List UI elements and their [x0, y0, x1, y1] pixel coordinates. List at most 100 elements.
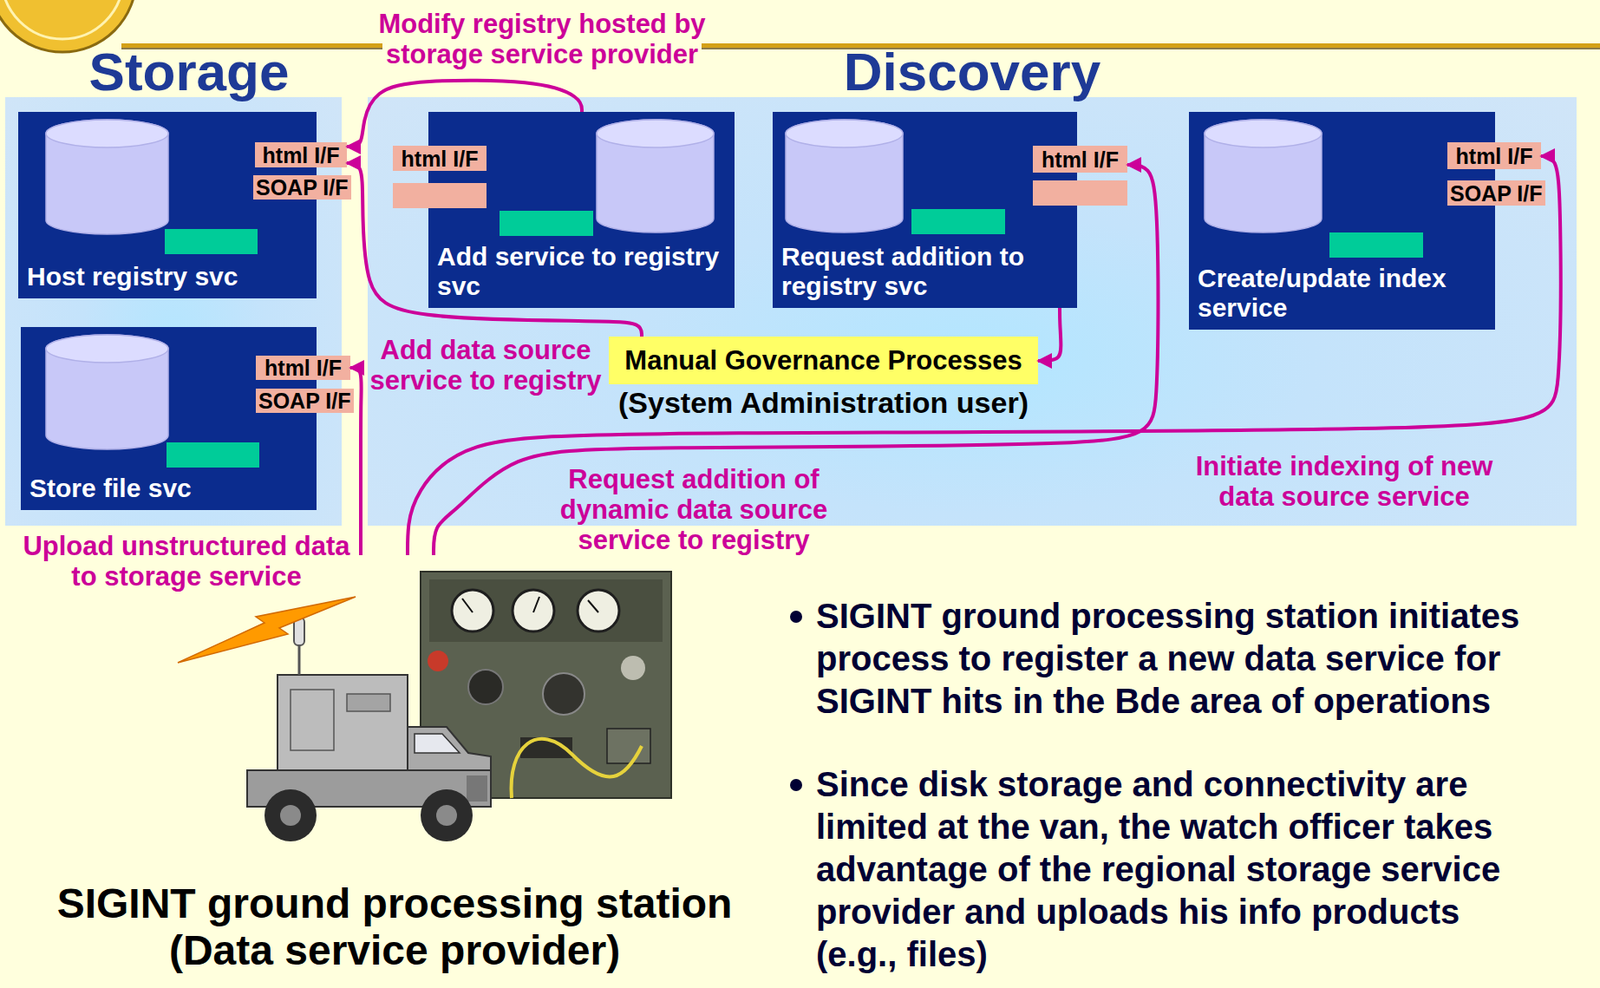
arrow-label-holder: Initiate indexing of new data source ser… [1188, 450, 1501, 512]
note-holder: Since disk storage and connectivity are … [816, 763, 1536, 976]
gauge [512, 589, 555, 632]
control-knob [427, 650, 449, 672]
database-cylinder [45, 334, 169, 450]
flow-arrow [350, 367, 362, 556]
text-holder: SIGINT ground processing station (Data s… [47, 880, 742, 974]
service-name: Add service to registry svc [437, 241, 726, 301]
database-cylinder [45, 119, 169, 235]
blank-interface [392, 182, 487, 209]
arrow-label-holder: Modify registry hosted by storage servic… [372, 8, 712, 70]
text-holder: Request addition to registry svc [781, 241, 1069, 301]
interface-tag: html I/F [1032, 145, 1128, 173]
cylinder-body [45, 119, 169, 235]
cylinder-top [45, 334, 169, 363]
text-holder: Store file svc [29, 473, 308, 503]
control-knob [542, 672, 585, 715]
note-holder: SIGINT ground processing station initiat… [816, 594, 1536, 723]
status-bar [164, 228, 258, 255]
cylinder-top [596, 119, 714, 148]
control-knob [620, 655, 646, 680]
interface-name: SOAP I/F [258, 388, 352, 413]
status-bar [499, 210, 594, 236]
interface-name: html I/F [401, 146, 479, 171]
gauge [577, 589, 620, 632]
emblem-ring [1, 0, 124, 40]
emblem-logo [0, 0, 137, 53]
arrow-label: Upload unstructured data to storage serv… [22, 530, 350, 592]
arrow-label: Modify registry hosted by storage servic… [374, 8, 709, 70]
interface-tag: SOAP I/F [1447, 180, 1546, 206]
shelter-door [290, 689, 334, 751]
cylinder-body [1204, 119, 1322, 233]
gauge-strip [429, 579, 663, 642]
header-rule [121, 43, 1600, 48]
text-holder: html I/F [264, 355, 342, 380]
cylinder-top [45, 119, 169, 148]
cylinder-body [45, 334, 169, 450]
interface-tag: SOAP I/F [253, 175, 352, 200]
interface-name: html I/F [262, 143, 340, 168]
service-name: Store file svc [29, 473, 308, 503]
text-holder: Manual Governance Processes [624, 345, 1022, 377]
status-bar [1329, 232, 1424, 258]
text-holder: html I/F [262, 143, 340, 168]
arrow-label: Request addition of dynamic data source … [560, 463, 828, 556]
signal-bolt [177, 596, 356, 663]
interface-name: html I/F [1456, 143, 1534, 169]
text-holder: Add service to registry svc [437, 241, 726, 301]
service-name: Request addition to registry svc [781, 241, 1069, 301]
wheel [264, 789, 317, 842]
arrow-label-holder: Request addition of dynamic data source … [555, 463, 833, 556]
text-holder: (System Administration user) [618, 385, 1029, 419]
cylinder-top [1204, 119, 1322, 148]
vehicle-grill [466, 775, 488, 802]
interface-tag: html I/F [254, 142, 347, 168]
text-holder: SOAP I/F [255, 175, 349, 200]
gauge-needle [587, 600, 599, 613]
flow-arrow [346, 163, 642, 337]
text-holder: html I/F [401, 146, 479, 171]
cylinder-top [785, 119, 903, 148]
gauge-needle [533, 596, 540, 613]
blank-interface [1032, 180, 1128, 206]
flow-arrow [1038, 307, 1061, 361]
text-holder: Storage [5, 45, 373, 99]
governance-box: Manual Governance Processes(System Admin… [608, 336, 1039, 385]
text-holder: SOAP I/F [1449, 181, 1543, 206]
arrow-label-holder: Upload unstructured data to storage serv… [17, 530, 356, 592]
database-cylinder [785, 119, 903, 233]
database-cylinder [1204, 119, 1322, 233]
vehicle-figure [247, 617, 491, 842]
text-holder: Host registry svc [26, 261, 308, 292]
status-bar [166, 442, 260, 468]
header-rule [121, 47, 1600, 50]
text-holder: html I/F [1456, 143, 1534, 169]
flow-arrow [346, 80, 582, 147]
bullet-text: SIGINT ground processing station initiat… [816, 594, 1536, 723]
process-role: (System Administration user) [618, 385, 1029, 419]
interface-tag: html I/F [392, 145, 487, 171]
cylinder-body [596, 119, 714, 233]
interface-name: SOAP I/F [255, 175, 349, 200]
vehicle-window [414, 733, 460, 753]
status-bar [911, 208, 1006, 235]
shelter-vent [346, 693, 391, 712]
interface-name: SOAP I/F [1449, 181, 1543, 206]
gauge-needle [462, 598, 473, 613]
bullet-text: Since disk storage and connectivity are … [816, 763, 1536, 976]
arrow-label-holder: Add data source service to registry [367, 334, 604, 396]
connector-group [346, 80, 1561, 556]
service-name: Host registry svc [26, 261, 308, 292]
database-cylinder [596, 119, 714, 233]
interface-tag: html I/F [255, 355, 351, 380]
text-holder: Create/update index service [1197, 263, 1487, 323]
antenna-mast [298, 643, 301, 675]
station-caption: SIGINT ground processing station (Data s… [47, 880, 742, 974]
interface-tag: html I/F [1447, 142, 1542, 170]
text-holder: SOAP I/F [258, 388, 352, 413]
cylinder-body [785, 119, 903, 233]
gauge [451, 589, 494, 632]
section-heading: Storage [5, 45, 373, 99]
wheel [420, 789, 473, 842]
wheel-hub [436, 804, 458, 826]
